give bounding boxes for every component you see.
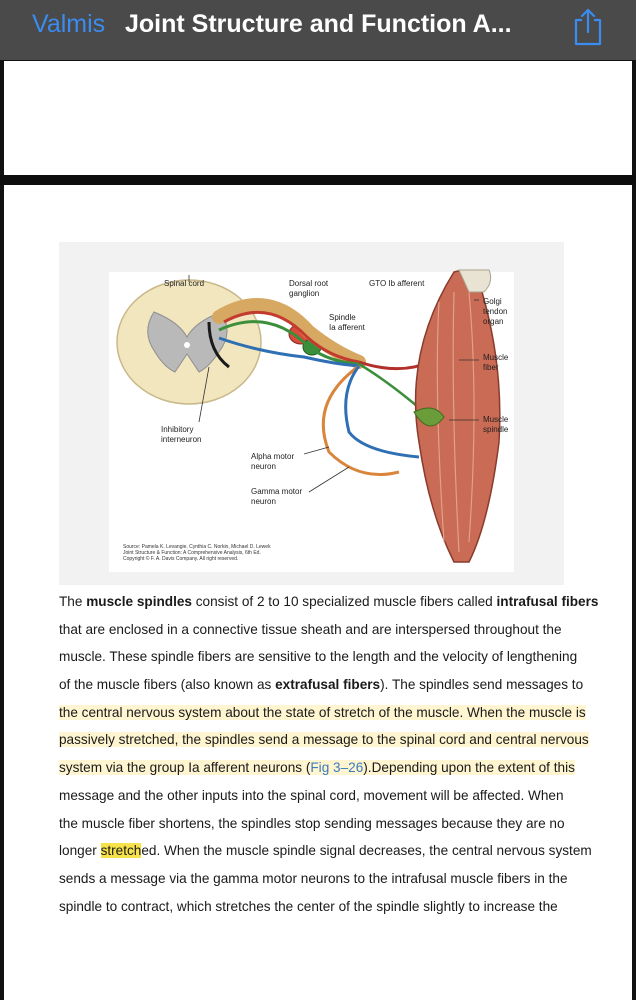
label-dorsal-root-2: ganglion bbox=[289, 289, 319, 298]
text-line: muscle. These spindle fibers are sensiti… bbox=[59, 649, 578, 665]
label-spinal-cord: Spinal cord bbox=[164, 279, 204, 288]
text-line: the muscle fiber shortens, the spindles … bbox=[59, 815, 565, 831]
search-highlight: stretch bbox=[100, 843, 142, 859]
label-golgi-3: organ bbox=[483, 317, 503, 326]
article-body: The muscle spindles consist of 2 to 10 s… bbox=[59, 588, 598, 920]
label-golgi-1: Golgi bbox=[483, 297, 502, 306]
page-separator bbox=[0, 175, 636, 185]
text-span: consist of 2 to 10 specialized muscle fi… bbox=[191, 594, 497, 609]
text-span: of the muscle fibers (also known as bbox=[59, 677, 276, 693]
nav-bar: Valmis Joint Structure and Function A... bbox=[0, 0, 636, 60]
text-line: longer stretched. When the muscle spindl… bbox=[59, 837, 592, 865]
label-spindle-1: Spindle bbox=[329, 313, 356, 322]
text-line: spindle to contract, which stretches the… bbox=[59, 898, 558, 914]
bold-term: extrafusal fibers bbox=[275, 677, 381, 693]
text-line: passively stretched, the spindles send a… bbox=[59, 726, 589, 754]
label-muscle-fiber-2: fiber bbox=[483, 363, 499, 372]
label-golgi-2: tendon bbox=[483, 307, 507, 316]
label-inhibitory-1: Inhibitory bbox=[161, 425, 193, 434]
label-alpha-2: neuron bbox=[251, 462, 276, 471]
label-gamma-2: neuron bbox=[251, 497, 276, 506]
bold-term: muscle spindles bbox=[86, 594, 192, 609]
highlighted-text: the central nervous system about the sta… bbox=[59, 704, 586, 720]
text-line: system via the group Ia afferent neurons… bbox=[59, 754, 579, 782]
label-spindle-2: Ia afferent bbox=[329, 323, 366, 332]
text-line: of the muscle fibers (also known as extr… bbox=[59, 671, 583, 699]
text-span: ). The spindles send messages to bbox=[380, 677, 584, 693]
text-span: longer bbox=[59, 843, 101, 859]
label-muscle-spindle-1: Muscle bbox=[483, 415, 509, 424]
text-span: system via the group Ia afferent neurons… bbox=[59, 760, 311, 776]
text-line: the central nervous system about the sta… bbox=[59, 699, 586, 727]
label-gamma-1: Gamma motor bbox=[251, 487, 302, 496]
text-line: that are enclosed in a connective tissue… bbox=[59, 621, 562, 637]
label-dorsal-root-1: Dorsal root bbox=[289, 279, 329, 288]
label-inhibitory-2: interneuron bbox=[161, 435, 201, 444]
share-icon[interactable] bbox=[570, 6, 606, 48]
figure-source-3: Copyright © F. A. Davis Company. All rig… bbox=[123, 555, 238, 562]
highlighted-text: system via the group Ia afferent neurons… bbox=[59, 760, 575, 776]
text-line: sends a message via the gamma motor neur… bbox=[59, 870, 568, 886]
text-span: The bbox=[59, 594, 87, 609]
figure-illustration: Spinal cord Dorsal root ganglion GTO Ib … bbox=[109, 269, 514, 572]
figure-link[interactable]: Fig 3–26 bbox=[310, 760, 364, 776]
figure-3-26: Spinal cord Dorsal root ganglion GTO Ib … bbox=[59, 242, 564, 585]
label-gto: GTO Ib afferent bbox=[369, 279, 425, 288]
text-span: ).Depending upon the extent of this bbox=[363, 760, 575, 776]
text-line: The muscle spindles consist of 2 to 10 s… bbox=[59, 588, 598, 616]
figure-source-1: Source: Pamela K. Levangie, Cynthia C. N… bbox=[123, 544, 271, 550]
back-button[interactable]: Valmis bbox=[32, 10, 106, 38]
bold-term: intrafusal fibers bbox=[496, 594, 599, 609]
label-muscle-fiber-1: Muscle bbox=[483, 353, 509, 362]
previous-page bbox=[4, 61, 632, 175]
page-title: Joint Structure and Function A... bbox=[125, 10, 512, 38]
figure-source-2: Joint Structure & Function: A Comprehens… bbox=[123, 550, 261, 556]
text-span: ed. When the muscle spindle signal decre… bbox=[141, 843, 592, 859]
text-line: message and the other inputs into the sp… bbox=[59, 787, 564, 803]
highlighted-text: passively stretched, the spindles send a… bbox=[59, 732, 589, 748]
label-muscle-spindle-2: spindle bbox=[483, 425, 509, 434]
label-alpha-1: Alpha motor bbox=[251, 452, 294, 461]
